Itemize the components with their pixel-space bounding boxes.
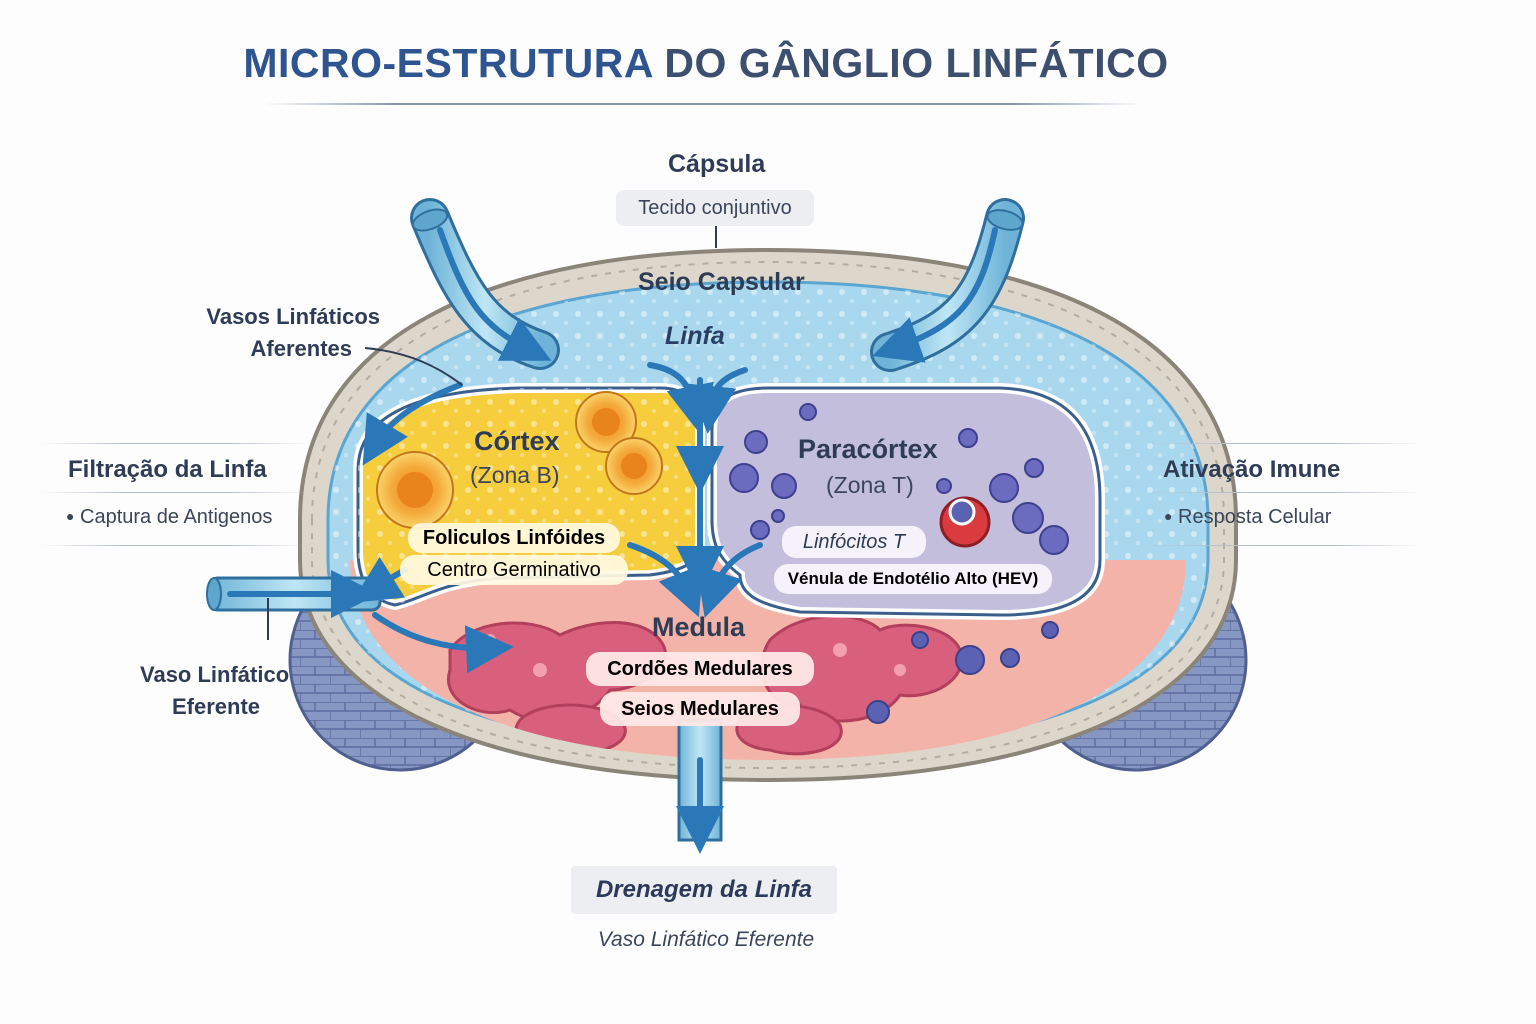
lymphocytes-t-label: Linfócitos T — [782, 526, 926, 558]
afferent-label-line2: Aferentes — [250, 336, 352, 361]
title-rule — [265, 103, 1141, 105]
leader-lines — [267, 222, 717, 640]
bullet: ● — [1164, 508, 1173, 524]
cortex-sub: (Zona B) — [470, 462, 560, 488]
filtration-item: ● Captura de Antigenos — [66, 506, 272, 529]
title-part-2: DO GÂNGLIO LINFÁTICO — [652, 40, 1169, 86]
flow-arrows — [227, 227, 998, 854]
efferent-label-line2: Eferente — [172, 694, 261, 719]
drainage-sub: Vaso Linfático Eferente — [597, 928, 815, 951]
efferent-label-line1: Vaso Linfático — [140, 662, 290, 687]
hev-vessel — [939, 496, 991, 548]
lymph-label: Linfa — [665, 322, 725, 350]
immune-top-rule — [1140, 443, 1420, 444]
bullet: ● — [66, 508, 75, 524]
immune-mid-rule — [1140, 492, 1420, 493]
medullary-cords-label: Cordões Medulares — [586, 652, 814, 686]
filtration-bottom-rule — [40, 545, 310, 546]
cortex-title: Córtex — [474, 426, 560, 456]
capsular-sinus-label: Seio Capsular — [638, 268, 805, 296]
paracortex-title: Paracórtex — [798, 434, 938, 464]
immune-item-text: Resposta Celular — [1178, 506, 1332, 528]
follicles-label: Foliculos Linfóides — [408, 523, 620, 553]
filtration-title: Filtração da Linfa — [68, 456, 267, 483]
medullary-sinuses-label: Seios Medulares — [600, 692, 800, 726]
drainage-title: Drenagem da Linfa — [571, 866, 837, 914]
capsule-sub-label: Tecido conjuntivo — [616, 190, 814, 226]
medulla-title: Medula — [652, 612, 746, 642]
page-title: MICRO-ESTRUTURA DO GÂNGLIO LINFÁTICO — [0, 40, 1412, 87]
hev-label: Vénula de Endotélio Alto (HEV) — [774, 564, 1052, 594]
germinal-center-label: Centro Germinativo — [400, 555, 628, 585]
filtration-item-text: Captura de Antigenos — [80, 506, 273, 528]
afferent-label-line1: Vasos Linfáticos — [206, 304, 380, 329]
title-part-1: MICRO-ESTRUTURA — [243, 40, 653, 86]
immune-title: Ativação Imune — [1163, 456, 1341, 483]
medulla-cells — [866, 621, 1059, 724]
filtration-mid-rule — [40, 492, 310, 493]
immune-bottom-rule — [1140, 545, 1420, 546]
immune-item: ● Resposta Celular — [1164, 506, 1331, 529]
paracortex-region — [707, 383, 1105, 621]
paracortex-sub: (Zona T) — [826, 472, 914, 498]
capsule-label: Cápsula — [668, 150, 766, 178]
filtration-top-rule — [40, 443, 310, 444]
